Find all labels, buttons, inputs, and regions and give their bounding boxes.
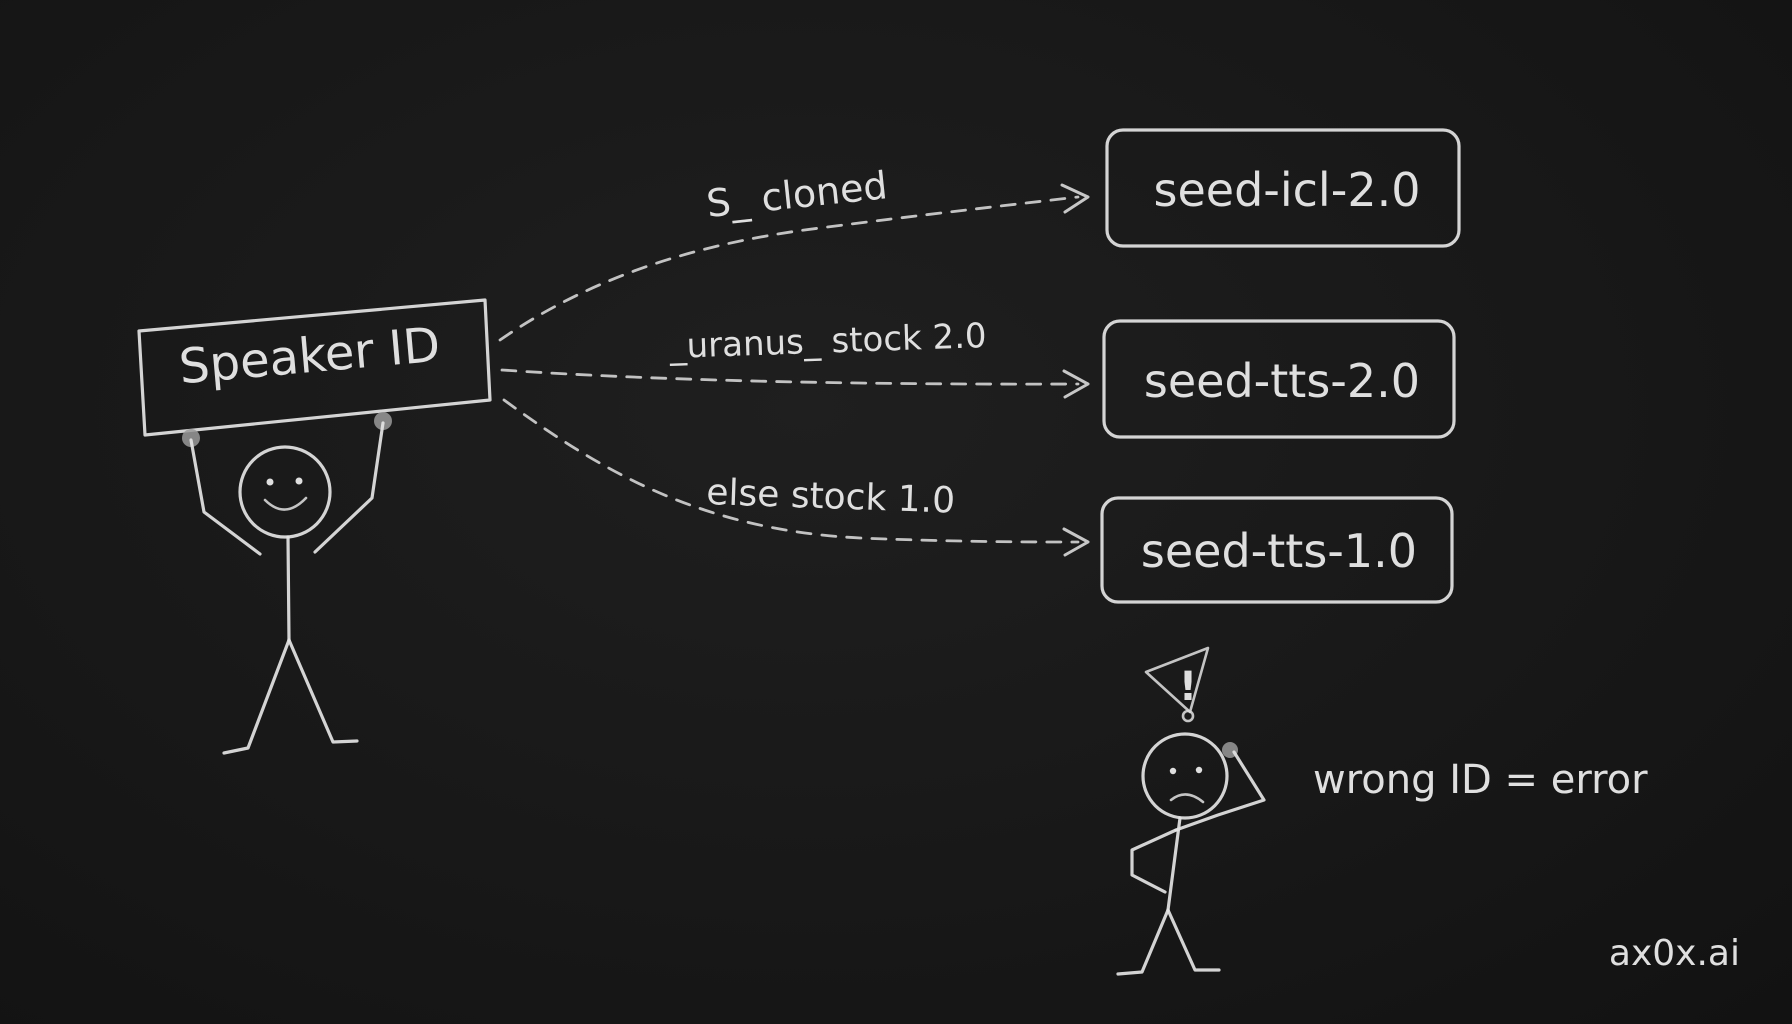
warning-dot [1181, 709, 1195, 723]
target-box-seed-tts-2: seed-tts-2.0 [1102, 319, 1456, 439]
speaker-id-sign-border [137, 298, 492, 437]
target-label-1: seed-icl-2.0 [1154, 163, 1421, 217]
sad-right-eye [1195, 766, 1203, 774]
happy-head [238, 445, 332, 539]
raised-arm [1174, 750, 1266, 832]
route-condition-1: S_ cloned [704, 163, 889, 226]
target-label-2: seed-tts-2.0 [1144, 354, 1420, 408]
sad-torso [1166, 816, 1182, 912]
left-hand [182, 429, 200, 447]
right-arm [313, 421, 385, 554]
torso [286, 535, 291, 642]
hip-arm [1130, 828, 1178, 894]
sad-left-eye [1169, 767, 1177, 775]
route-arrow-3 [502, 398, 1080, 544]
speaker-id-label: Speaker ID [177, 317, 442, 396]
right-eye [295, 477, 303, 485]
target-box-seed-icl-2: seed-icl-2.0 [1105, 128, 1461, 248]
frown [1169, 793, 1205, 804]
left-leg [222, 638, 291, 755]
watermark: ax0x.ai [1609, 933, 1740, 974]
right-leg [287, 638, 359, 744]
smile [263, 496, 308, 511]
route-arrow-2-head [1062, 369, 1090, 399]
stick-figure-holding-sign: Speaker ID [137, 298, 492, 755]
warning-symbol: ! [1179, 664, 1197, 710]
route-arrow-1-head [1060, 183, 1090, 214]
route-arrow-1 [498, 195, 1080, 342]
route-arrows [498, 183, 1090, 557]
right-hand [374, 412, 392, 430]
route-condition-2: _uranus_ stock 2.0 [668, 316, 987, 367]
target-label-3: seed-tts-1.0 [1141, 524, 1417, 578]
left-arm [189, 438, 262, 556]
route-arrow-2 [500, 368, 1080, 386]
sad-right-leg [1166, 908, 1221, 972]
left-eye [266, 478, 274, 486]
warning-triangle-icon [1144, 646, 1210, 714]
route-condition-3: else stock 1.0 [706, 472, 956, 522]
warning-text: wrong ID = error [1313, 757, 1648, 803]
route-arrow-3-head [1062, 527, 1090, 557]
confused-stick-figure: ! [1116, 646, 1266, 976]
sad-head [1141, 732, 1229, 820]
sad-left-leg [1116, 908, 1170, 976]
target-box-seed-tts-1: seed-tts-1.0 [1100, 496, 1454, 604]
